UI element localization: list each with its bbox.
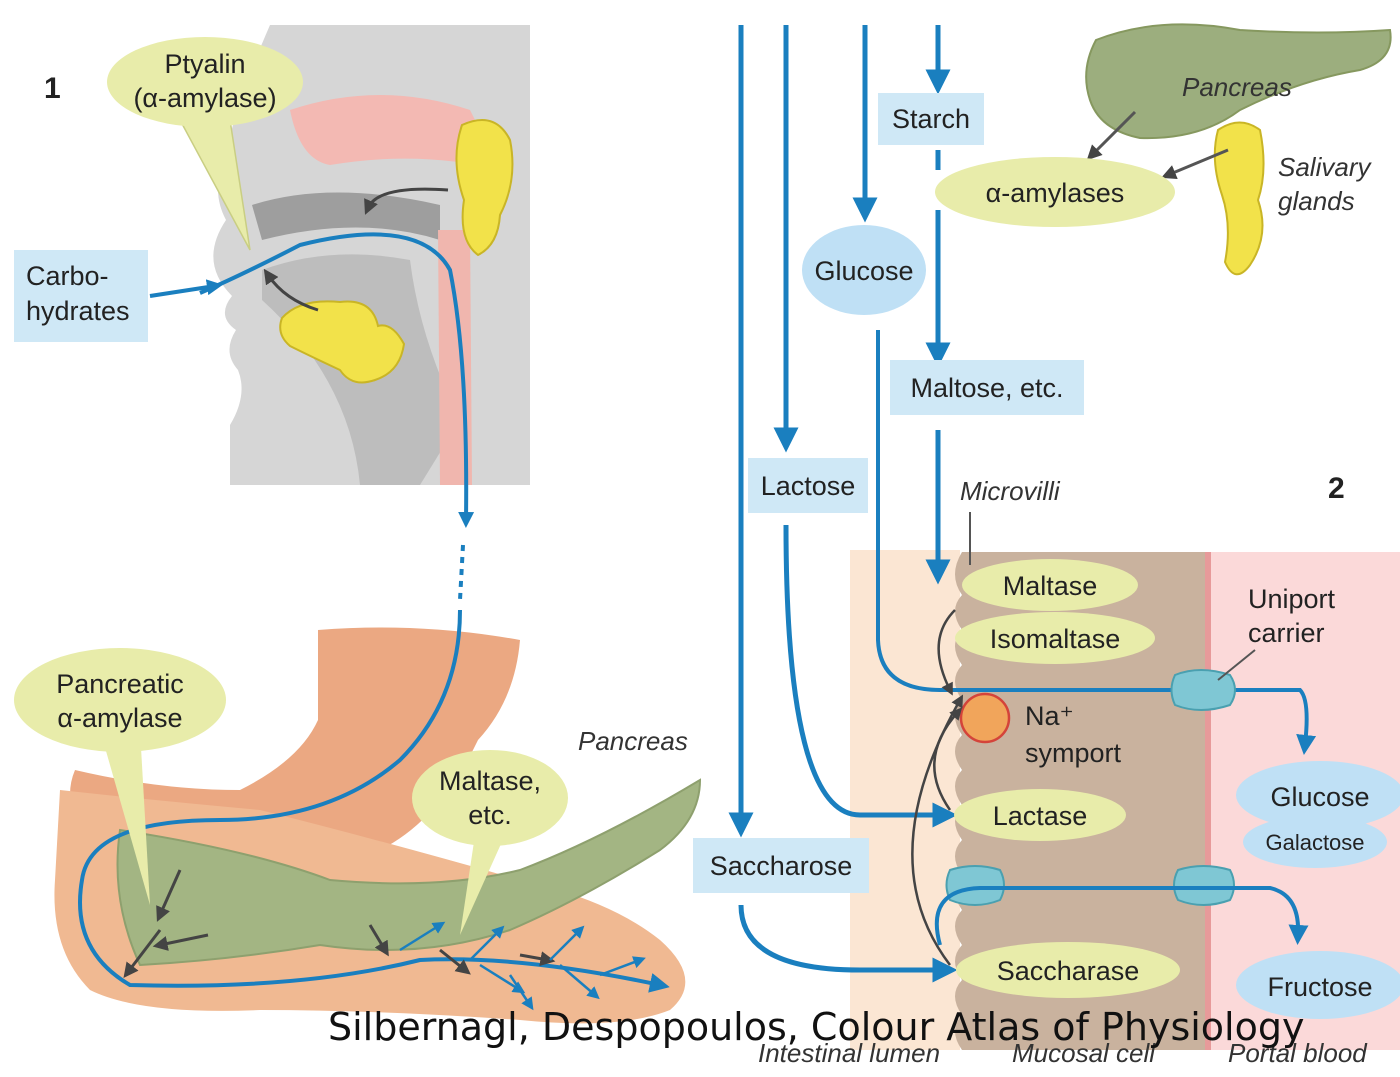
saccharase-oval: Saccharase: [956, 942, 1180, 998]
alpha-amylases-oval: α-amylases: [935, 157, 1175, 227]
saccharose-label: Saccharose: [710, 851, 853, 881]
isomaltase-label: Isomaltase: [990, 624, 1121, 654]
carbohydrates-label-1: Carbo-: [26, 261, 109, 291]
maltose-label: Maltose, etc.: [910, 373, 1063, 403]
blood-glucose-label: Glucose: [1270, 782, 1369, 812]
galactose-oval: Galactose: [1243, 816, 1387, 868]
pancreatic-amylase-label: α-amylase: [57, 703, 182, 733]
na-symport-icon: [961, 694, 1009, 742]
maltase-oval: Maltase: [962, 559, 1138, 611]
maltase-etc-label-2: etc.: [468, 800, 512, 830]
salivary-glands-label-1: Salivary: [1278, 152, 1372, 182]
starch-label: Starch: [892, 104, 970, 134]
lactose-label: Lactose: [761, 471, 856, 501]
panel-number-2: 2: [1328, 472, 1345, 505]
alpha-amylase-label: (α-amylase): [133, 83, 276, 113]
na-label: Na⁺: [1025, 701, 1074, 731]
credit-caption: Silbernagl, Despopoulos, Colour Atlas of…: [328, 1005, 1304, 1049]
maltase-label: Maltase: [1003, 571, 1098, 601]
alpha-amylases-label: α-amylases: [986, 178, 1125, 208]
salivary-glands-label-2: glands: [1278, 186, 1355, 216]
carbohydrates-label-2: hydrates: [26, 296, 130, 326]
glucose-oval: Glucose: [802, 225, 926, 315]
lactase-oval: Lactase: [954, 789, 1126, 841]
saccharase-label: Saccharase: [997, 956, 1140, 986]
fructose-carrier-right: [1174, 866, 1234, 905]
maltose-box: Maltose, etc.: [890, 360, 1084, 415]
microvilli-label: Microvilli: [960, 476, 1061, 506]
uniport-label-2: carrier: [1248, 618, 1325, 648]
symport-label: symport: [1025, 738, 1122, 768]
maltase-etc-label-1: Maltase,: [439, 766, 541, 796]
carbohydrates-box: Carbo- hydrates: [14, 250, 148, 342]
saccharose-box: Saccharose: [693, 838, 869, 893]
lactose-box: Lactose: [748, 458, 868, 513]
food-path-dashed: [460, 545, 463, 600]
uniport-carrier-top: [1172, 670, 1236, 710]
ptyalin-label: Ptyalin: [164, 49, 245, 79]
pancreas-label-1: Pancreas: [578, 726, 688, 756]
starch-box: Starch: [878, 93, 984, 145]
salivary-gland-illustration: [1215, 123, 1264, 275]
fructose-carrier-left: [947, 866, 1005, 905]
glucose-label: Glucose: [814, 256, 913, 286]
lactase-label: Lactase: [993, 801, 1088, 831]
uniport-label-1: Uniport: [1248, 584, 1336, 614]
galactose-label: Galactose: [1265, 830, 1364, 855]
panel-number-1: 1: [44, 72, 61, 105]
pancreas-label-2: Pancreas: [1182, 72, 1292, 102]
pancreatic-label: Pancreatic: [56, 669, 184, 699]
fructose-label: Fructose: [1267, 972, 1372, 1002]
isomaltase-oval: Isomaltase: [955, 612, 1155, 664]
